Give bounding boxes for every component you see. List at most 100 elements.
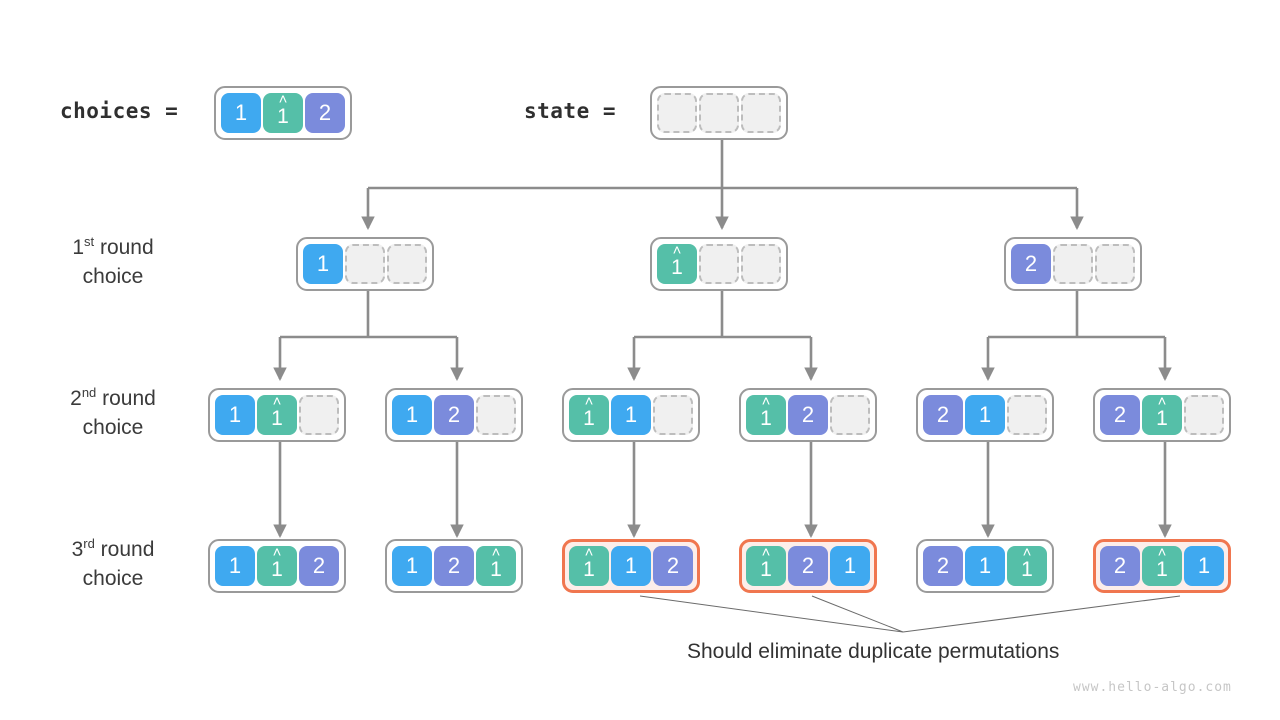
array-cell-text: 1 [624,553,638,578]
array-cell-value: 2 [923,546,963,586]
array-cell-value: 2 [299,546,339,586]
array-cell-empty [657,93,697,133]
array-cell-empty [1053,244,1093,284]
array-cell-empty [699,93,739,133]
array-cell-value: 2 [653,546,693,586]
array-cell-value: 2 [434,546,474,586]
row-label-round-1-line2: choice [82,265,144,288]
duplicate-marker-icon: ˄ [672,242,682,259]
array-cell-text: 1 [1156,407,1168,430]
array-cell-value: ˄1 [263,91,303,133]
row-label-round-2: 2nd round choice [23,384,203,442]
array-cell-text: 1 [583,407,595,430]
watermark: www.hello-algo.com [1073,680,1232,695]
array-cell-value: 2 [1011,244,1051,284]
choices-label: choices = [60,99,179,123]
array-cell-text: 2 [312,553,326,578]
array-cell-value: 1 [221,93,261,133]
duplicate-marker-icon: ˄ [761,544,771,561]
duplicate-marker-icon: ˄ [1157,544,1167,561]
duplicate-marker-icon: ˄ [272,393,282,410]
array-cell-empty [299,395,339,435]
annotation-leaders [639,595,1181,633]
array-cell-text: 2 [666,553,680,578]
array-cell-empty [345,244,385,284]
array-cell-value: 1 [1184,546,1224,586]
array-cell-text: 1 [1156,558,1168,581]
array-cell-text: 1 [583,558,595,581]
array-cell-value: 1 [392,546,432,586]
array-cell-empty [1007,395,1047,435]
array-cell-value: 1 [965,395,1005,435]
array-cell-empty [1095,244,1135,284]
level1-node-2: 2 [1004,237,1142,291]
array-cell-value: ˄1 [257,544,297,586]
array-cell-value: ˄1 [476,545,516,586]
array-cell-value: 2 [305,93,345,133]
row-label-round-2-line2: choice [82,416,144,439]
array-cell-text: 1 [271,558,283,581]
array-cell-text: 2 [801,402,815,427]
array-cell-value: ˄1 [746,393,786,435]
level1-node-0: 1 [296,237,434,291]
array-cell-empty [476,395,516,435]
array-cell-value: 2 [1100,395,1140,435]
array-cell-text: 1 [271,407,283,430]
array-cell-text: 1 [490,558,502,581]
array-cell-text: 1 [624,402,638,427]
row-label-round-3-line1: 3rd round [71,536,155,561]
array-cell-empty [653,395,693,435]
array-cell-value: 2 [923,395,963,435]
array-cell-value: 2 [1100,546,1140,586]
array-cell-text: 2 [1113,402,1127,427]
array-cell-empty [1184,395,1224,435]
array-cell-value: 1 [215,546,255,586]
level2-node-0: 1˄1 [208,388,346,442]
array-cell-value: ˄1 [1142,393,1182,435]
array-cell-value: ˄1 [257,393,297,435]
array-cell-value: 1 [392,395,432,435]
array-cell-value: 1 [830,546,870,586]
annotation-text: Should eliminate duplicate permutations [687,640,1060,663]
array-cell-empty [830,395,870,435]
array-cell-text: 1 [234,100,248,125]
array-cell-text: 2 [1113,553,1127,578]
array-cell-empty [387,244,427,284]
row-label-round-1: 1st round choice [23,233,203,291]
array-cell-value: 2 [434,395,474,435]
array-cell-value: 1 [611,395,651,435]
array-cell-value: 1 [965,546,1005,586]
array-cell-value: ˄1 [569,545,609,586]
array-cell-text: 2 [936,402,950,427]
duplicate-marker-icon: ˄ [272,544,282,561]
duplicate-marker-icon: ˄ [584,393,594,410]
array-cell-empty [741,244,781,284]
array-cell-text: 1 [978,553,992,578]
array-cell-text: 1 [228,553,242,578]
duplicate-marker-icon: ˄ [278,91,288,108]
array-cell-text: 1 [228,402,242,427]
array-cell-text: 1 [760,407,772,430]
duplicate-marker-icon: ˄ [1157,393,1167,410]
array-cell-text: 1 [1021,558,1033,581]
duplicate-marker-icon: ˄ [761,393,771,410]
array-cell-text: 1 [760,558,772,581]
array-cell-value: ˄1 [1142,544,1182,586]
array-cell-text: 2 [447,553,461,578]
array-cell-value: ˄1 [1007,545,1047,586]
array-cell-text: 1 [277,105,289,128]
level2-node-5: 2 ˄1 [1093,388,1231,442]
state-array [650,86,788,140]
array-cell-value: ˄1 [569,393,609,435]
